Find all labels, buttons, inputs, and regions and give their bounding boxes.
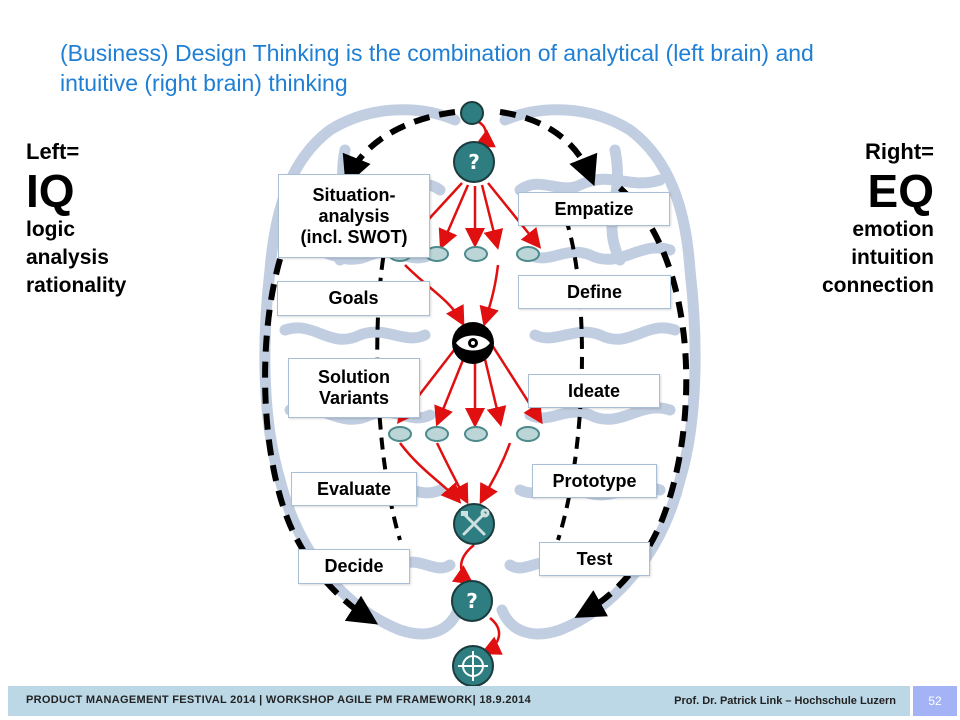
idea-node xyxy=(464,426,488,442)
step-ideate: Ideate xyxy=(528,374,660,408)
svg-text:?: ? xyxy=(466,589,478,613)
left-heading: Left= xyxy=(26,139,80,164)
step-define: Define xyxy=(518,275,671,309)
idea-node xyxy=(464,246,488,262)
step-solution-variants: Solution Variants xyxy=(288,358,420,418)
step-situation-analysis: Situation- analysis (incl. SWOT) xyxy=(278,174,430,258)
left-brain-loop xyxy=(262,109,456,625)
step-evaluate: Evaluate xyxy=(291,472,417,506)
idea-node xyxy=(516,426,540,442)
slide-title: (Business) Design Thinking is the combin… xyxy=(60,40,814,96)
idea-node xyxy=(425,426,449,442)
tools-node xyxy=(453,503,495,545)
target-node xyxy=(452,645,494,687)
eq-label: EQ xyxy=(867,165,934,217)
step-empatize: Empatize xyxy=(518,192,670,226)
idea-node xyxy=(516,246,540,262)
start-node xyxy=(460,101,484,125)
process-arrows xyxy=(396,118,543,655)
right-word: emotion xyxy=(852,218,934,241)
step-goals: Goals xyxy=(277,281,430,316)
iq-label: IQ xyxy=(26,165,75,217)
step-decide: Decide xyxy=(298,549,410,584)
right-heading: Right= xyxy=(864,139,934,164)
idea-node xyxy=(388,426,412,442)
page-number: 52 xyxy=(913,686,957,716)
right-word: intuition xyxy=(851,246,934,269)
eye-icon xyxy=(456,335,490,351)
right-brain-loop xyxy=(499,109,690,618)
svg-text:?: ? xyxy=(468,150,480,174)
left-word: logic xyxy=(26,218,76,241)
left-brain-labels: Left= IQ logic analysis rationality xyxy=(26,138,126,300)
footer-event: PRODUCT MANAGEMENT FESTIVAL 2014 | WORKS… xyxy=(26,694,531,706)
crosshair-icon xyxy=(458,651,488,681)
left-word: analysis xyxy=(26,246,109,269)
footer-bar: PRODUCT MANAGEMENT FESTIVAL 2014 | WORKS… xyxy=(8,686,910,716)
eye-node xyxy=(452,322,494,364)
left-word: rationality xyxy=(26,274,127,297)
ideas-row-2 xyxy=(388,426,540,442)
step-test: Test xyxy=(539,542,650,576)
question-node-top: ? xyxy=(453,141,495,183)
tools-icon xyxy=(461,508,490,536)
right-brain-labels: Right= EQ emotion intuition connection xyxy=(822,138,934,300)
question-node-bottom: ? xyxy=(451,580,493,622)
right-word: connection xyxy=(821,274,934,297)
step-prototype: Prototype xyxy=(532,464,657,498)
footer-author: Prof. Dr. Patrick Link – Hochschule Luze… xyxy=(674,695,896,707)
